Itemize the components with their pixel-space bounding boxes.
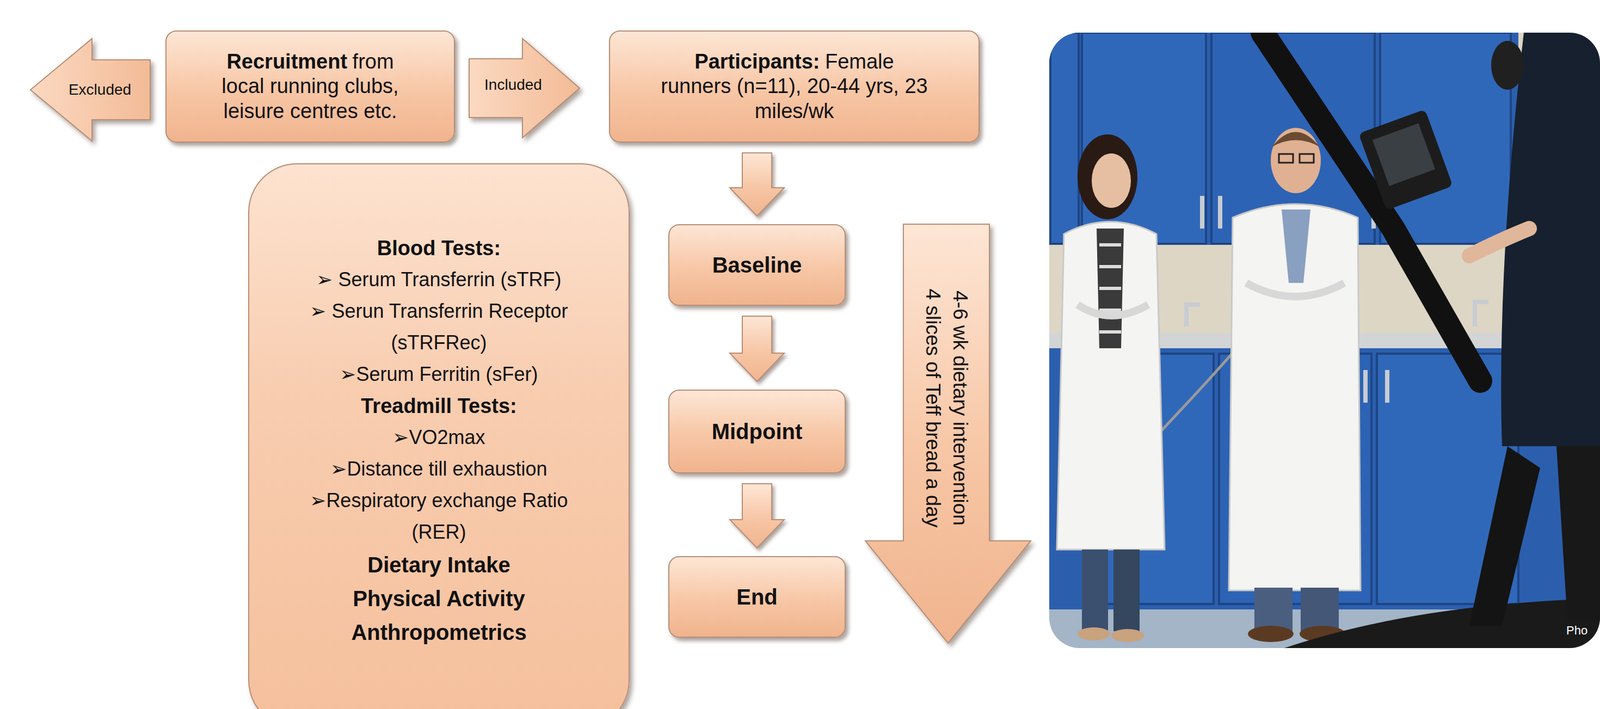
box-paragraph: Participants:Female runners (n=11), 20-4… (659, 49, 930, 125)
arrow-outline (865, 224, 1031, 644)
measures-panel: Blood Tests:➢ Serum Transferrin (sTRF)➢ … (248, 163, 630, 709)
panel-text: ➢VO2max (392, 421, 485, 454)
stage-box: End (668, 556, 846, 638)
panel-text: ➢Serum Ferritin (sFer) (339, 358, 538, 391)
stage-label: Baseline (712, 253, 803, 278)
flow-arrow (729, 152, 785, 217)
arrow-text: Excluded (68, 80, 132, 100)
photo-scene (1049, 32, 1600, 649)
arrow-outline (30, 38, 151, 141)
panel-text: Physical Activity (352, 581, 525, 616)
arrow-text: 4-6 wk dietary intervention (946, 290, 974, 526)
arrow-text-holder: 4-6 wk dietary intervention4 slices of T… (916, 228, 977, 588)
arrow-text: Included (484, 75, 543, 95)
watermark-text: Pho (1566, 623, 1588, 638)
exclude-arrow: Excluded (30, 38, 151, 141)
arrow-text: 4 slices of Teff bread a day (919, 288, 947, 528)
include-arrow: Included (469, 38, 580, 138)
process-box: Recruitmentfrom local running clubs, lei… (165, 30, 455, 143)
flow-arrow (729, 316, 785, 382)
intervention-arrow: 4-6 wk dietary intervention4 slices of T… (865, 224, 1031, 644)
panel-text: ➢Respiratory exchange Ratio (RER) (281, 484, 596, 549)
arrow-text-holder: Excluded (52, 38, 148, 141)
stage-box: Baseline (668, 224, 846, 306)
panel-text: Treadmill Tests: (360, 390, 518, 422)
process-box: Participants:Female runners (n=11), 20-4… (608, 30, 980, 143)
stage-label: End (736, 585, 778, 610)
arrow-shape (865, 224, 1031, 644)
panel-text: ➢ Serun Transferrin Receptor (sTRFRec) (281, 295, 596, 359)
stage-box: Midpoint (668, 389, 846, 474)
panel-text: Blood Tests: (377, 232, 501, 264)
panel-text: ➢ Serum Transferrin (sTRF) (316, 263, 562, 296)
stage-label: Midpoint (711, 419, 803, 445)
box-paragraph: Recruitmentfrom local running clubs, lei… (204, 49, 416, 125)
panel-text: ➢Distance till exhaustion (330, 453, 547, 485)
box-text: Participants: (694, 50, 820, 73)
arrow-text-holder: Included (472, 38, 555, 132)
box-text: Recruitment (226, 50, 348, 73)
arrow-outline (469, 38, 580, 138)
panel-text: Anthropometrics (351, 615, 527, 650)
panel-text: Dietary Intake (367, 548, 510, 582)
flow-arrow (729, 483, 785, 549)
